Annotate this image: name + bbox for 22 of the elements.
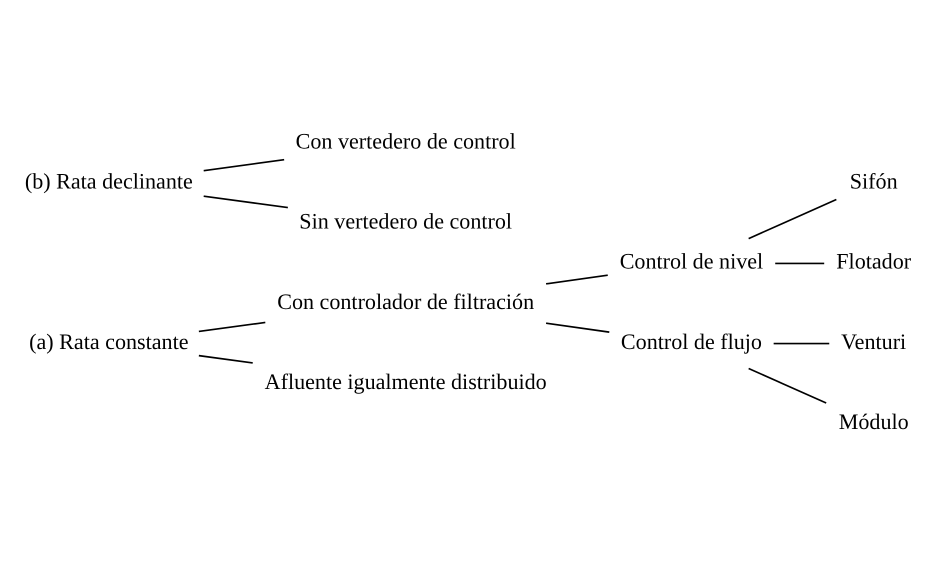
connector: [774, 342, 830, 344]
connector: [546, 274, 608, 285]
connector: [204, 158, 284, 172]
node-text: Venturi: [841, 328, 906, 354]
connector: [775, 262, 824, 264]
node-text: Con controlador de filtración: [277, 288, 534, 314]
connector: [204, 195, 288, 208]
node-text: Sin vertedero de control: [299, 208, 512, 234]
connector: [748, 198, 837, 240]
node-text: Con vertedero de control: [296, 128, 516, 154]
node-text: Sifón: [850, 168, 898, 194]
node-text: (a) Rata constante: [29, 328, 189, 354]
connector: [198, 322, 266, 332]
node-text: Afluente igualmente distribuido: [264, 368, 547, 394]
node-text: Flotador: [836, 248, 912, 274]
connector: [748, 368, 827, 404]
node-text: Módulo: [838, 408, 909, 434]
node-text: Control de nivel: [620, 248, 764, 274]
connector: [198, 354, 253, 364]
node-text: Control de flujo: [620, 328, 762, 354]
node-text: (b) Rata declinante: [24, 168, 193, 194]
connector: [546, 322, 610, 333]
